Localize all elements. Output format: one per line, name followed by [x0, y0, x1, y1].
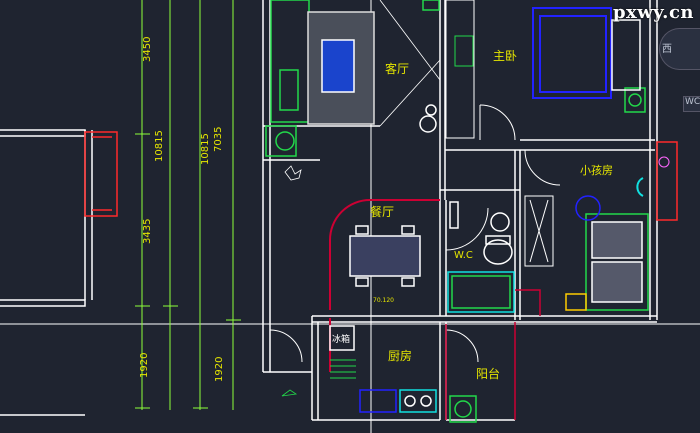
room-label-living: 客厅 [385, 61, 409, 76]
kitchen-stairs [330, 359, 356, 379]
dim-left-top: 3450 [142, 37, 153, 62]
plant-icon [281, 165, 302, 397]
washing-machine [449, 395, 477, 423]
balcony-red-edge [445, 322, 516, 420]
lamp-icon [658, 156, 670, 168]
left-window [84, 131, 118, 217]
viewcube-direction: 西 [662, 44, 672, 55]
dim-mid-b: 10815 [200, 133, 211, 165]
dim-mid-c: 7035 [213, 127, 224, 152]
dim-bottom-b: 1920 [214, 357, 225, 382]
door-swings [269, 104, 561, 372]
bath-red-edge [515, 289, 541, 316]
bathroom-fixtures [447, 201, 515, 313]
child-room-wardrobe [524, 195, 554, 267]
chair-icon [636, 177, 644, 197]
living-room-furniture [265, 0, 440, 157]
wcs-indicator[interactable]: WC [683, 96, 700, 112]
fridge [329, 325, 355, 351]
master-bed [532, 7, 612, 99]
dim-left-bottom: 3435 [142, 219, 153, 244]
room-label-child: 小孩房 [580, 164, 613, 177]
dim-bottom-a: 1920 [139, 353, 150, 378]
room-label-fridge: 冰箱 [332, 333, 350, 345]
dining-wall-curve [329, 199, 440, 310]
kitchen-appliances [359, 389, 437, 413]
dim-mid-a: 10815 [154, 130, 165, 162]
room-label-wc: W.C [454, 250, 473, 261]
wcs-label: WC [685, 97, 700, 107]
room-label-balcony: 阳台 [476, 366, 500, 381]
child-room-window [656, 141, 678, 221]
watermark-text: pxwy.cn [612, 2, 694, 23]
wardrobe [445, 0, 475, 139]
left-wall-block [0, 129, 93, 416]
room-label-kitchen: 厨房 [388, 348, 412, 363]
living-door-lines [379, 0, 441, 127]
room-label-master: 主卧 [493, 49, 517, 63]
master-bedside [611, 19, 646, 113]
dimension-lines [135, 0, 241, 410]
dining-table [349, 225, 421, 287]
viewcube[interactable]: 西 [659, 28, 700, 70]
child-bed [565, 195, 649, 311]
room-label-dining: 餐厅 [370, 204, 394, 219]
dim-small-label: 70.120 [373, 297, 394, 304]
